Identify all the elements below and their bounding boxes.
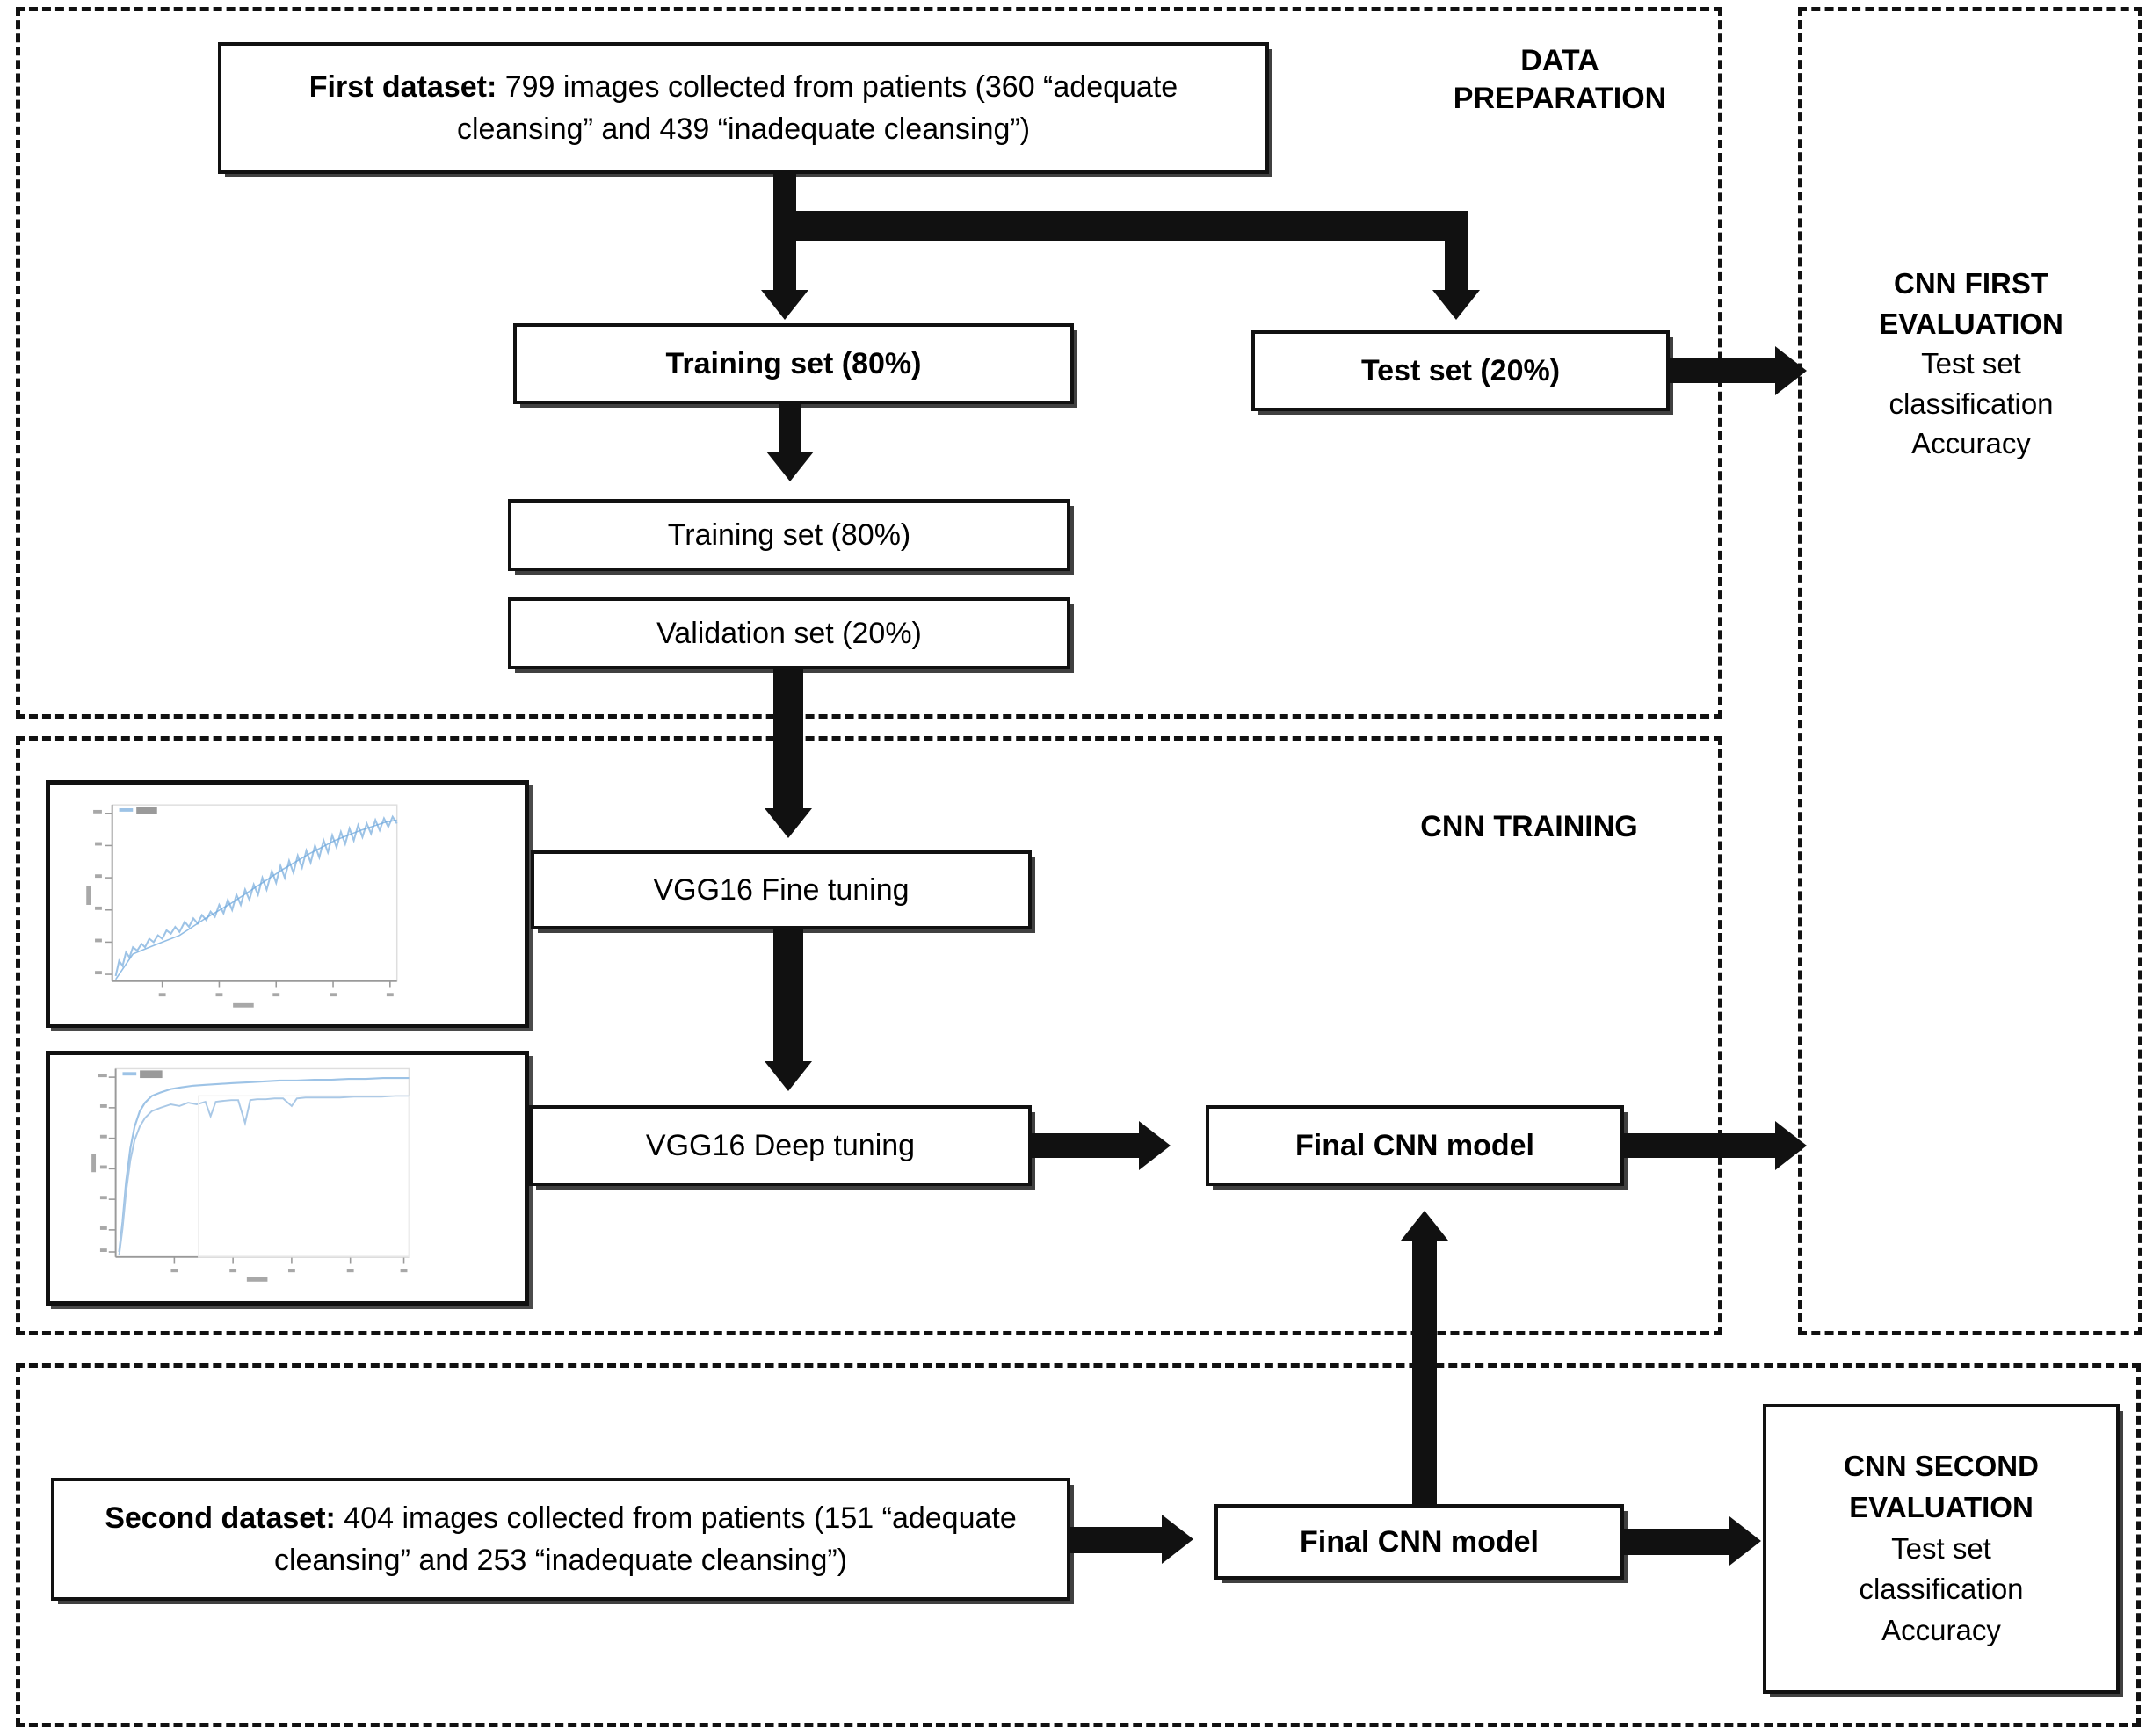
cnn-first-evaluation-heading-line2: EVALUATION	[1879, 307, 2063, 340]
cnn-second-evaluation-body-line1: Test set	[1891, 1531, 1991, 1565]
cnn-second-evaluation-heading-line2: EVALUATION	[1849, 1490, 2034, 1523]
chart-fine-tuning-accuracy	[46, 780, 529, 1028]
connector-second-dataset-to-final-model	[1070, 1527, 1169, 1553]
cnn-second-evaluation-body-line3: Accuracy	[1881, 1614, 2001, 1647]
second-dataset-bold-prefix: Second dataset:	[105, 1501, 336, 1535]
box-training-set-sub[interactable]: Training set (80%)	[508, 499, 1070, 571]
box-final-cnn-model-top-label: Final CNN model	[1294, 1128, 1535, 1162]
cnn-first-evaluation-block: CNN FIRST EVALUATION Test set classifica…	[1810, 264, 2132, 464]
label-data-preparation: DATA PREPARATION	[1415, 42, 1705, 118]
cnn-first-evaluation-body-line3: Accuracy	[1911, 427, 2031, 460]
connector-test-set-to-evaluation	[1670, 358, 1782, 383]
cnn-second-evaluation-heading-line1: CNN SECOND	[1844, 1449, 2039, 1482]
arrow-head-sets-to-fine-tuning	[765, 808, 812, 838]
arrow-head-second-dataset-to-final-model	[1162, 1515, 1193, 1564]
arrow-head-fine-to-deep-tuning	[765, 1061, 812, 1091]
arrow-head-deep-tuning-to-final-model	[1139, 1121, 1171, 1170]
arrow-head-to-training-set	[761, 290, 808, 320]
box-vgg16-fine-tuning-label: VGG16 Fine tuning	[653, 872, 910, 907]
connector-to-training-shaft	[773, 211, 796, 299]
connector-fine-to-deep-tuning	[773, 929, 803, 1070]
label-cnn-training: CNN TRAINING	[1420, 810, 1638, 843]
box-test-set-main-label: Test set (20%)	[1360, 353, 1561, 387]
connector-sets-to-fine-tuning	[773, 669, 803, 817]
cnn-first-evaluation-body-line2: classification	[1889, 387, 2054, 420]
arrow-head-final-model-to-second-evaluation	[1729, 1516, 1761, 1566]
arrow-head-test-set-to-evaluation	[1775, 346, 1807, 395]
chart-deep-tuning-svg	[50, 1055, 525, 1301]
box-first-dataset[interactable]: First dataset: 799 images collected from…	[218, 42, 1269, 174]
box-vgg16-deep-tuning[interactable]: VGG16 Deep tuning	[529, 1105, 1032, 1186]
first-dataset-bold-prefix: First dataset:	[308, 69, 497, 104]
section-cnn-training	[16, 736, 1722, 1335]
connector-to-test-shaft	[1445, 211, 1468, 299]
box-final-cnn-model-top[interactable]: Final CNN model	[1206, 1105, 1624, 1186]
connector-model-link-shaft	[1412, 1239, 1437, 1511]
section-cnn-second-evaluation	[16, 1363, 2141, 1727]
chart-deep-tuning-accuracy	[46, 1051, 529, 1306]
box-vgg16-deep-tuning-label: VGG16 Deep tuning	[645, 1128, 916, 1162]
box-final-cnn-model-bottom[interactable]: Final CNN model	[1214, 1504, 1624, 1580]
box-validation-set-sub[interactable]: Validation set (20%)	[508, 597, 1070, 669]
box-test-set-main[interactable]: Test set (20%)	[1251, 330, 1670, 411]
arrow-head-to-test-set	[1432, 290, 1480, 320]
cnn-second-evaluation-body-line2: classification	[1859, 1573, 2024, 1606]
cnn-first-evaluation-heading-line1: CNN FIRST	[1894, 267, 2048, 300]
arrow-head-training-main-to-sub	[766, 452, 814, 481]
box-validation-set-sub-label: Validation set (20%)	[656, 616, 922, 650]
label-data-preparation-line1: DATA	[1520, 44, 1599, 77]
box-second-dataset[interactable]: Second dataset: 404 images collected fro…	[51, 1478, 1070, 1601]
box-final-cnn-model-bottom-label: Final CNN model	[1299, 1524, 1540, 1559]
box-training-set-main[interactable]: Training set (80%)	[513, 323, 1074, 404]
section-cnn-first-evaluation	[1798, 7, 2142, 1335]
arrow-head-up-model-link	[1401, 1211, 1448, 1241]
cnn-first-evaluation-body-line1: Test set	[1921, 347, 2021, 380]
connector-training-main-to-sub	[779, 404, 801, 459]
connector-split-horizontal	[773, 211, 1468, 241]
chart-fine-tuning-svg	[50, 785, 525, 1024]
box-cnn-second-evaluation[interactable]: CNN SECOND EVALUATION Test set classific…	[1763, 1404, 2120, 1694]
box-training-set-sub-label: Training set (80%)	[667, 517, 911, 552]
first-dataset-text: 799 images collected from patients (360 …	[456, 69, 1178, 146]
arrow-head-final-model-to-evaluation	[1775, 1121, 1807, 1170]
second-dataset-text: 404 images collected from patients (151 …	[273, 1501, 1017, 1577]
label-data-preparation-line2: PREPARATION	[1453, 81, 1667, 115]
connector-deep-tuning-to-final-model	[1032, 1133, 1146, 1158]
connector-final-model-to-second-evaluation	[1624, 1529, 1738, 1555]
box-training-set-main-label: Training set (80%)	[665, 346, 922, 380]
connector-final-model-to-evaluation	[1624, 1133, 1782, 1158]
box-vgg16-fine-tuning[interactable]: VGG16 Fine tuning	[531, 850, 1032, 929]
